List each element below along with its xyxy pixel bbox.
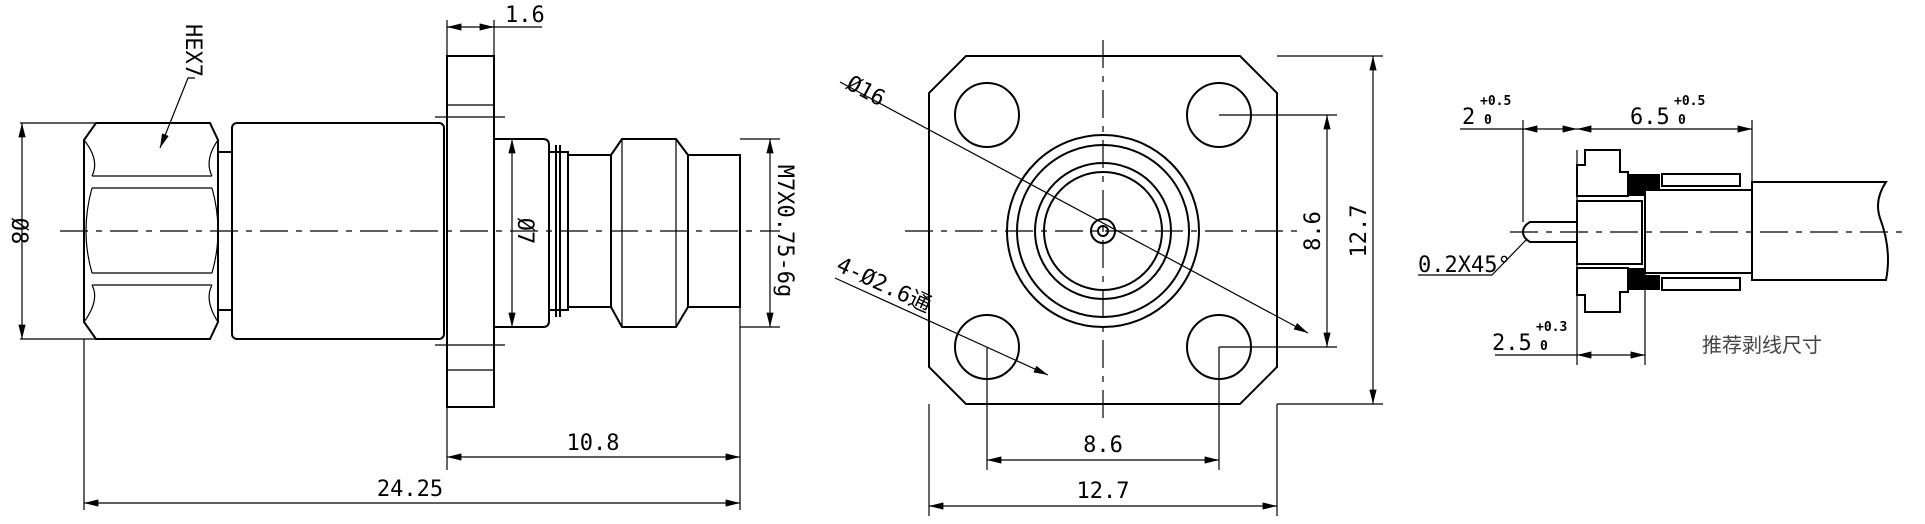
hex-leader [159, 77, 195, 149]
nut-edges [621, 139, 677, 327]
tube [568, 154, 612, 308]
ring [1043, 171, 1163, 291]
height-label: 12.7 [1347, 205, 1372, 258]
thread-label: M7X0.75-6g [772, 165, 797, 297]
dielectric-length-tol-upper: +0.3 [1536, 320, 1567, 335]
mount-hole [954, 82, 1020, 148]
strip-length-label: 6.5 [1630, 105, 1670, 130]
dia-leader [839, 81, 1309, 334]
center-pin [1521, 221, 1578, 243]
side-view: Ø8 Ø7 M7X0.75-6g 1.6 10.8 24.25 HEX7 [6, 3, 797, 510]
flange-thickness-label: 1.6 [505, 3, 545, 28]
hole-spacing-v-label: 8.6 [1301, 211, 1326, 251]
front-length-label: 10.8 [567, 431, 620, 456]
stub [494, 138, 550, 328]
chamfer-label: 0.2X45° [1418, 253, 1511, 278]
dia-body-label: Ø8 [6, 218, 31, 245]
body-lower-section [1576, 267, 1629, 313]
groove [549, 145, 569, 317]
width-label: 12.7 [1077, 479, 1130, 504]
body-upper-section [1576, 149, 1629, 197]
cable-jacket [1751, 181, 1889, 281]
pin-length-tol-upper: +0.5 [1480, 94, 1511, 109]
holes-label: 4-Ø2.6通 [832, 253, 935, 319]
ring [1016, 144, 1190, 318]
center-pin [1097, 225, 1109, 237]
extension-lines [20, 20, 780, 510]
front-view: 8.6 12.7 8.6 12.7 Ø16 4-Ø2.6通 [832, 40, 1383, 516]
center-contact [1090, 218, 1116, 244]
pin-length-label: 2 [1462, 105, 1475, 130]
dielectric-length-label: 2.5 [1492, 331, 1532, 356]
body [231, 122, 445, 340]
hole-spacing-h-label: 8.6 [1083, 433, 1123, 458]
front-end [688, 154, 741, 308]
dia-stub-label: Ø7 [512, 218, 537, 245]
strip-view: 2 +0.5 0 6.5 +0.5 0 2.5 +0.3 0 0.2X45° 推… [1418, 94, 1910, 365]
chamfer-leader [1418, 238, 1528, 276]
solder-section [1628, 174, 1660, 290]
caption: 推荐剥线尺寸 [1702, 333, 1822, 357]
dia-outer-label: Ø16 [842, 71, 889, 112]
strip-length-tol-lower: 0 [1678, 113, 1686, 128]
hex-label: HEX7 [180, 24, 205, 77]
hex-neck [218, 151, 232, 311]
flange-square [928, 55, 1278, 405]
strip-length-tol-upper: +0.5 [1674, 94, 1705, 109]
holes-leader [834, 277, 1049, 376]
outer-ring [1006, 134, 1200, 328]
extension-lines [928, 55, 1383, 516]
hex-facets [83, 139, 219, 323]
hex-nut [83, 122, 219, 340]
pin-length-tol-lower: 0 [1484, 113, 1492, 128]
ferrule-section [1661, 173, 1741, 291]
extension-lines [1522, 120, 1753, 365]
dielectric-length-tol-lower: 0 [1540, 339, 1548, 354]
flange-hole-lines [435, 104, 505, 371]
ring [1034, 162, 1172, 300]
total-length-label: 24.25 [377, 477, 443, 502]
coupling-nut [610, 138, 689, 328]
